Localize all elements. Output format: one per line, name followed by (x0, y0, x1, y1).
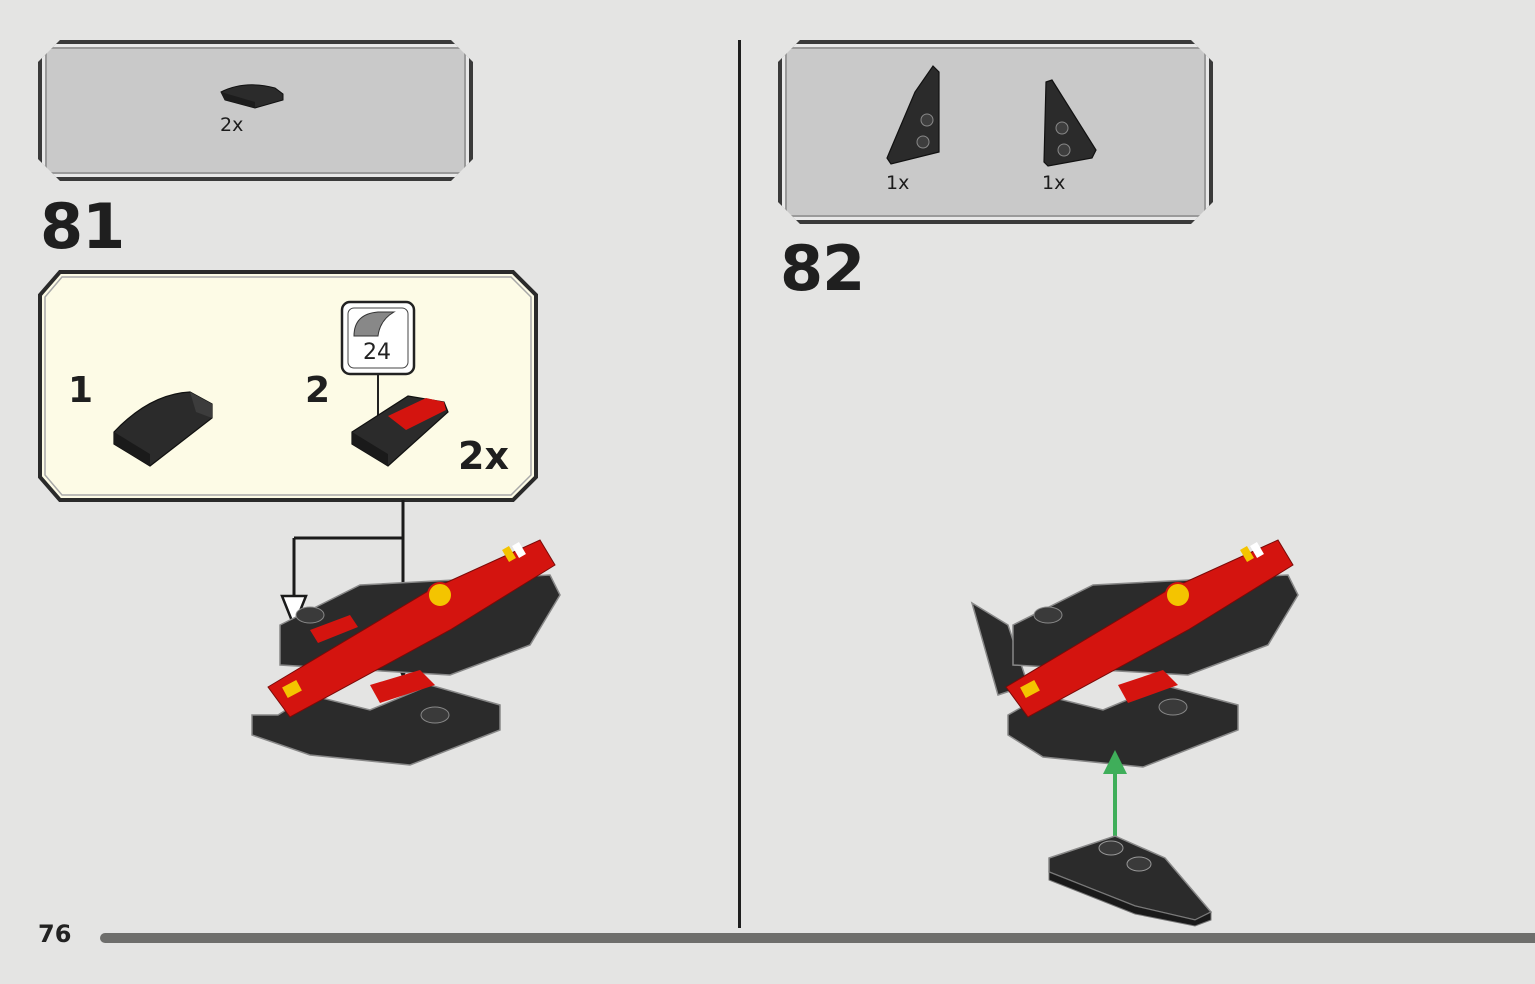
wedge-plate-insert (1048, 835, 1213, 927)
green-insert-arrow (1103, 750, 1127, 842)
part-qty-82-left: 1x (886, 172, 910, 194)
sticker-page-icon (353, 311, 396, 337)
step-number-82: 82 (780, 232, 865, 305)
part-qty-82-right: 1x (1042, 172, 1066, 194)
model-assembly-82 (970, 539, 1299, 768)
sub-step-1-curved-slope (113, 391, 213, 467)
parts-list-box-81 (38, 40, 473, 181)
part-curved-slope-icon (220, 84, 284, 109)
sub-assembly-multiplier: 2x (458, 434, 509, 478)
model-assembly-81 (251, 539, 561, 766)
sticker-number: 24 (363, 340, 391, 365)
part-wedge-right-icon (1043, 79, 1097, 167)
column-divider (738, 40, 741, 928)
part-qty-81: 2x (220, 114, 244, 136)
sticker-callout (340, 300, 416, 424)
part-wedge-left-icon (886, 65, 940, 165)
page-progress-bar (100, 933, 1535, 943)
sub-step-number-1: 1 (68, 370, 94, 411)
sub-step-number-2: 2 (305, 370, 331, 411)
parts-list-box-82 (778, 40, 1213, 224)
sub-step-2-stickered-slope (351, 395, 449, 467)
page-number: 76 (38, 920, 72, 948)
step-number-81: 81 (40, 190, 125, 263)
